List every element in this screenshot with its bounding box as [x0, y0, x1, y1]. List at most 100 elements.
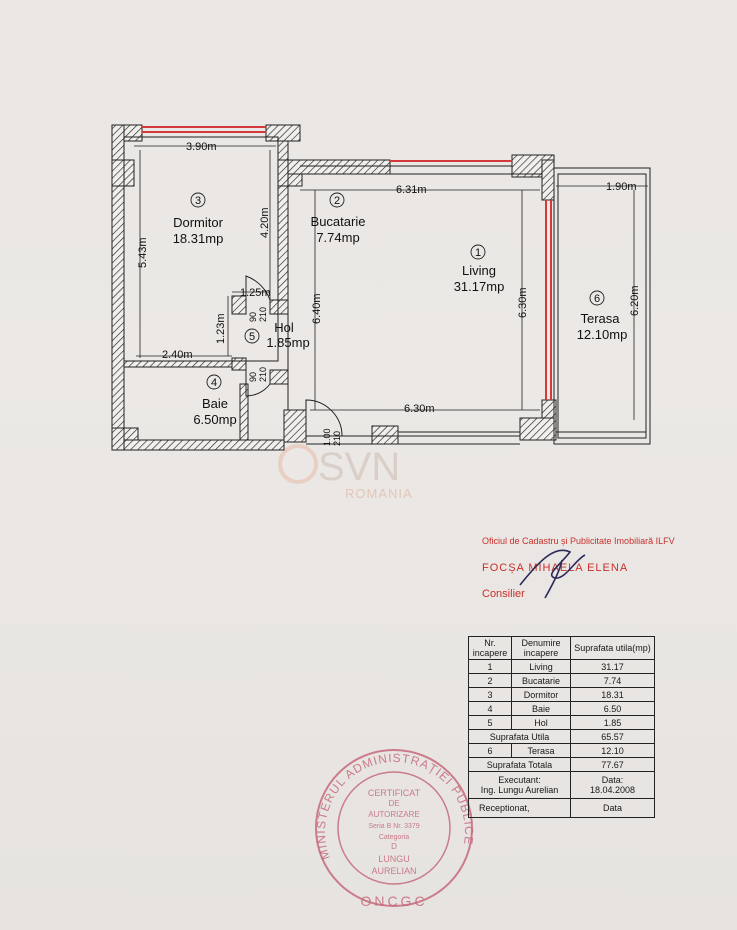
room-1-area: 31.17mp — [454, 279, 505, 294]
stamp-bottom: ONCGC — [360, 893, 427, 909]
room-2-number: 2 — [334, 195, 340, 207]
dim-terasa-width: 1.90m — [606, 181, 637, 193]
cell: 18.31 — [570, 687, 655, 702]
windows — [142, 126, 552, 400]
executant-name: Ing. Lungu Aurelian — [480, 785, 559, 795]
executant-row: Executant: Ing. Lungu Aurelian Data: 18.… — [468, 771, 655, 799]
room-5-number: 5 — [249, 331, 255, 343]
terasa-row: 6 Terasa 12.10 — [468, 743, 655, 758]
signature-block: Oficiul de Cadastru și Publicitate Imobi… — [482, 536, 675, 600]
signature-scribble — [519, 549, 586, 599]
header-denumire: Denumire incapere — [511, 636, 571, 660]
stamp-line-5: Categoria — [379, 834, 409, 841]
receptionat: Receptionat, — [468, 798, 571, 818]
dimension-lines — [134, 145, 648, 420]
date-cell: Data: 18.04.2008 — [570, 771, 655, 799]
table-row: 4 Baie 6.50 — [468, 701, 655, 716]
dim-dormitor-width: 3.90m — [186, 141, 217, 153]
table-row: 2 Bucatarie 7.74 — [468, 673, 655, 688]
executant-label: Executant: — [498, 775, 541, 785]
totala-label: Suprafata Totala — [468, 757, 571, 772]
utila-label: Suprafata Utila — [468, 729, 571, 744]
date-label: Data: — [601, 775, 624, 785]
room-label-texts: 3 Dormitor 18.31mp 2 Bucatarie 7.74mp 1 … — [173, 195, 628, 427]
signature-office: Oficiul de Cadastru și Publicitate Imobi… — [482, 536, 675, 546]
cell: 6.50 — [570, 701, 655, 716]
cell: 12.10 — [570, 743, 655, 758]
table-row: 5 Hol 1.85 — [468, 715, 655, 730]
door3-height: 210 — [332, 431, 342, 446]
dim-baie-width: 2.40m — [162, 349, 193, 361]
cell: 6 — [468, 743, 512, 758]
room-4-name: Baie — [202, 396, 228, 411]
dim-hol-width: 1.25m — [240, 287, 271, 299]
watermark-sub: ROMANIA — [345, 486, 413, 501]
stamp-line-3: AUTORIZARE — [368, 810, 419, 819]
cell: 7.74 — [570, 673, 655, 688]
cell: 31.17 — [570, 659, 655, 674]
stamp-line-8: AURELIAN — [371, 866, 416, 876]
dim-dormitor-height2: 4.20m — [259, 207, 271, 238]
door2-height: 210 — [258, 367, 268, 382]
utila-row: Suprafata Utila 65.57 — [468, 729, 655, 744]
walls — [111, 124, 557, 451]
stamp-line-1: CERTIFICAT — [368, 788, 421, 798]
room-4-area: 6.50mp — [193, 412, 236, 427]
cell: 3 — [468, 687, 512, 702]
room-6-number: 6 — [594, 293, 600, 305]
signature-name: FOCȘA MIHAELA ELENA — [482, 562, 628, 574]
stamp-line-6: D — [391, 842, 397, 851]
cell: Hol — [511, 715, 571, 730]
cell: Bucatarie — [511, 673, 571, 688]
room-labels — [190, 192, 605, 390]
stamp-line-2: DE — [388, 799, 399, 808]
table-row: 1 Living 31.17 — [468, 659, 655, 674]
cell: 4 — [468, 701, 512, 716]
stamp-line-4: Seria B Nr. 3379 — [368, 823, 419, 830]
door1-height: 210 — [258, 307, 268, 322]
executant-cell: Executant: Ing. Lungu Aurelian — [468, 771, 571, 799]
watermark-brand: SVN — [318, 445, 400, 489]
dim-dormitor-height: 5.43m — [137, 237, 149, 268]
door3-width: 1.00 — [322, 428, 332, 446]
doors — [245, 275, 343, 437]
room-1-name: Living — [462, 263, 496, 278]
cell: 1.85 — [570, 715, 655, 730]
room-1-number: 1 — [475, 247, 481, 259]
room-2-area: 7.74mp — [316, 230, 359, 245]
cell: 5 — [468, 715, 512, 730]
date-value: 18.04.2008 — [589, 785, 636, 795]
utila-value: 65.57 — [570, 729, 655, 744]
room-5-name: Hol — [274, 320, 294, 335]
room-6-name: Terasa — [580, 311, 620, 326]
cell: Terasa — [511, 743, 571, 758]
cell: 2 — [468, 673, 512, 688]
area-table: Nr. incapere Denumire incapere Suprafata… — [468, 636, 655, 818]
dim-living-height: 6.30m — [517, 287, 529, 318]
room-3-number: 3 — [195, 195, 201, 207]
dim-bucatarie-width: 6.31m — [396, 184, 427, 196]
room-2-name: Bucatarie — [311, 214, 366, 229]
stamp — [315, 749, 473, 907]
cell: 1 — [468, 659, 512, 674]
cell: Dormitor — [511, 687, 571, 702]
dimension-labels: 3.90m 6.31m 1.90m 5.43m 4.20m 6.40m 6.30… — [137, 141, 641, 446]
watermark: SVN ROMANIA — [278, 444, 413, 501]
header-nr: Nr. incapere — [468, 636, 512, 660]
dim-living-width: 6.30m — [404, 403, 435, 415]
receptionat-date: Data — [570, 798, 655, 818]
wall-lines — [123, 136, 651, 445]
dim-bucatarie-height: 6.40m — [311, 293, 323, 324]
cell: Baie — [511, 701, 571, 716]
table-header: Nr. incapere Denumire incapere Suprafata… — [468, 636, 655, 660]
cell: Living — [511, 659, 571, 674]
room-3-name: Dormitor — [173, 215, 224, 230]
room-6-area: 12.10mp — [577, 327, 628, 342]
stamp-line-7: LUNGU — [378, 854, 410, 864]
signature-role: Consilier — [482, 588, 525, 600]
receptionat-row: Receptionat, Data — [468, 798, 655, 818]
dim-hol-height: 1.23m — [215, 313, 227, 344]
door2-width: 90 — [248, 372, 258, 382]
totala-value: 77.67 — [570, 757, 655, 772]
